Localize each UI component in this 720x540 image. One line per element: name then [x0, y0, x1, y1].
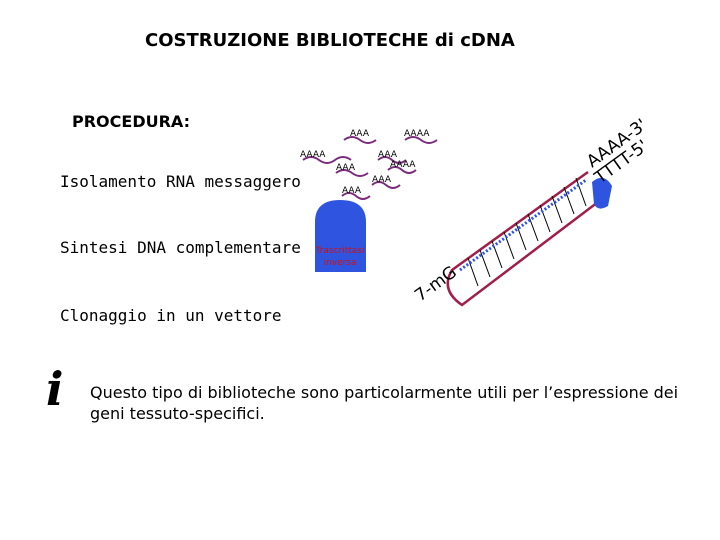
- enzyme-label-line2: inversa: [324, 258, 357, 268]
- cap-label: 7-mG: [411, 262, 461, 306]
- poly-a-label: AAA: [350, 129, 370, 139]
- enzyme-label-line1: Trascrittasi: [315, 246, 365, 256]
- mrna-molecules: [303, 137, 437, 199]
- poly-a-label: AAA: [378, 150, 398, 160]
- mrna-cdna-hybrid: [448, 172, 612, 305]
- poly-a-label: AAAA: [390, 160, 416, 170]
- poly-a-label: AAA: [342, 186, 362, 196]
- poly-a-label: AAAA: [404, 129, 430, 139]
- poly-a-label: AAAA: [300, 150, 326, 160]
- poly-a-label: AAA: [372, 175, 392, 185]
- poly-a-label: AAA: [336, 163, 356, 173]
- note-text: Questo tipo di biblioteche sono particol…: [90, 382, 690, 424]
- info-icon: i: [46, 362, 63, 416]
